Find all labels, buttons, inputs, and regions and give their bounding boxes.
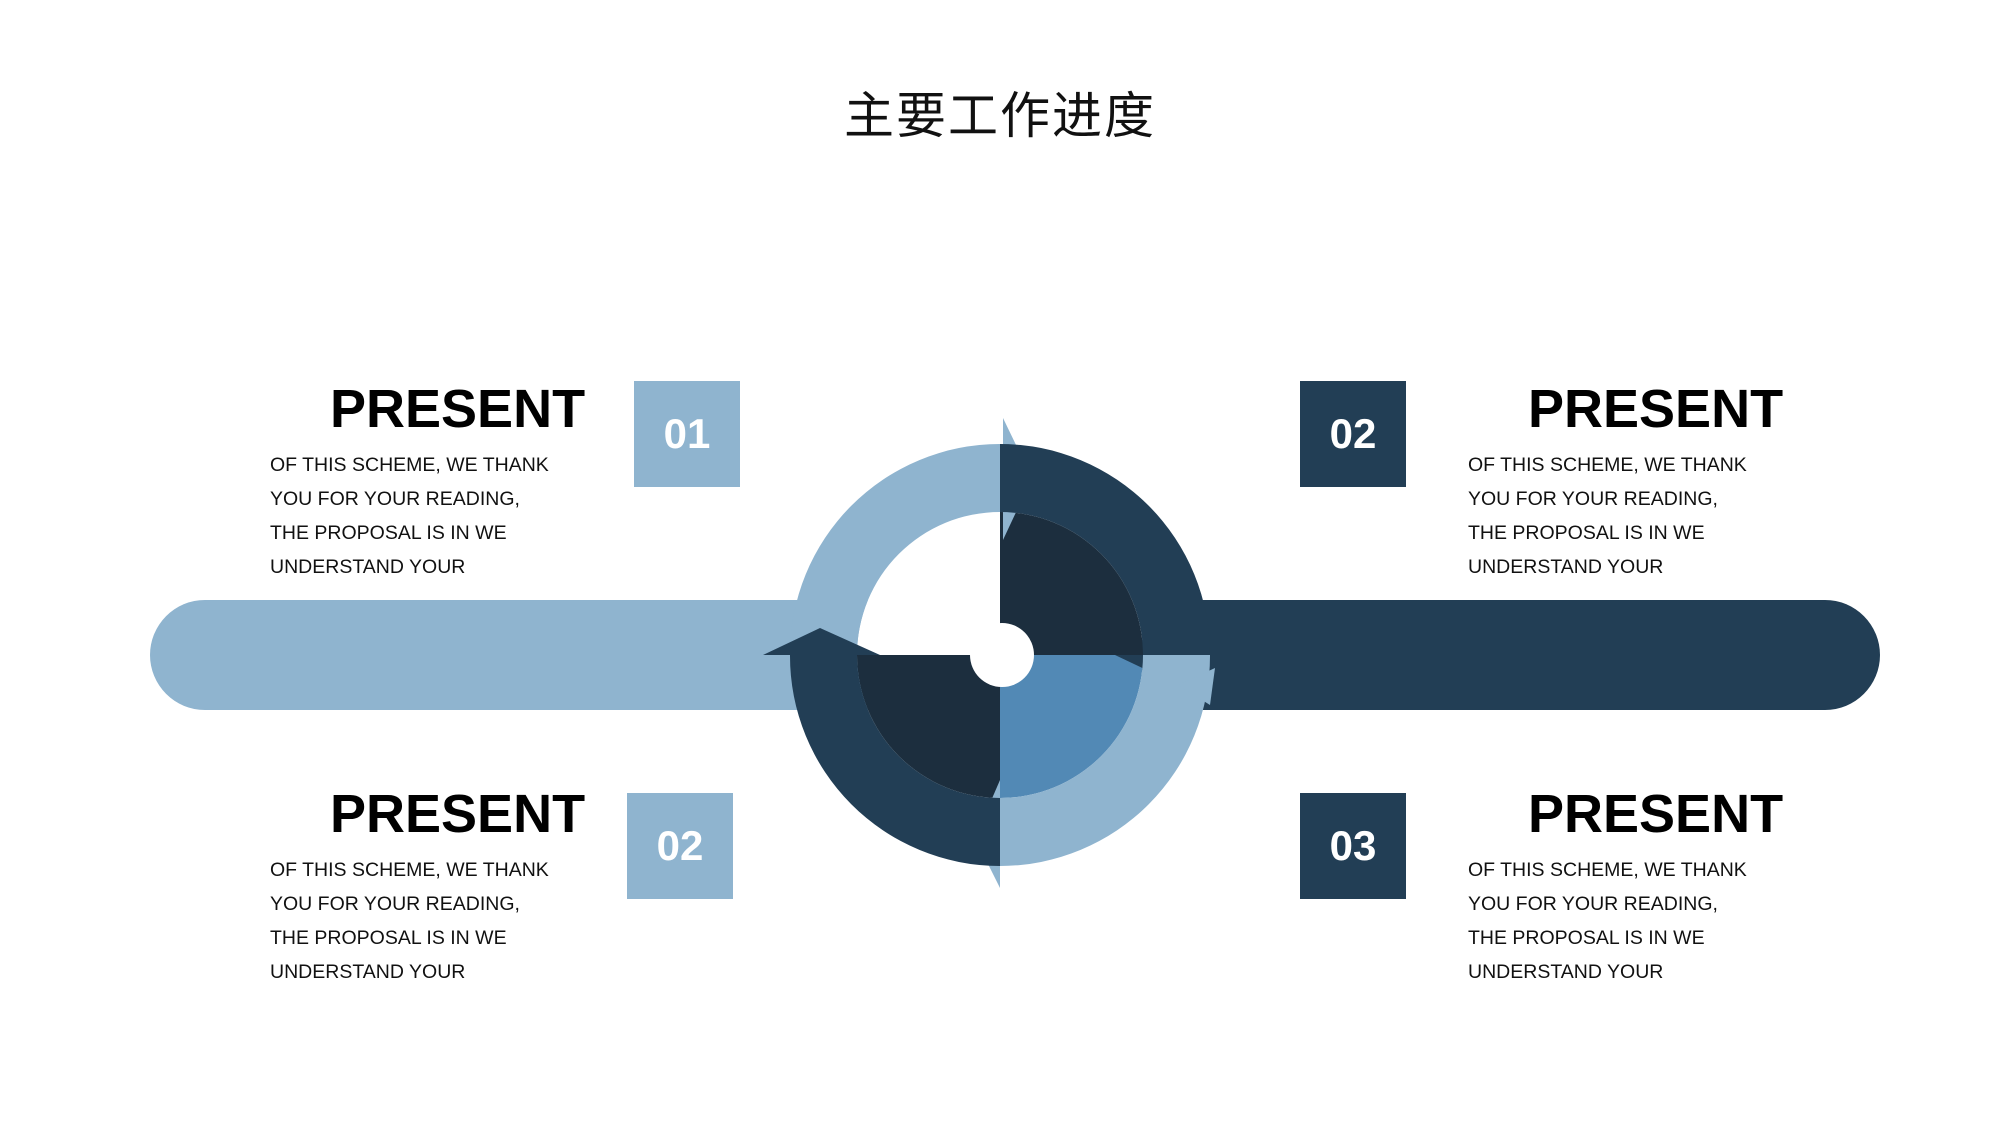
inner-quadrant-bottom-left <box>857 655 1000 798</box>
body-text-bottom-left: OF THIS SCHEME, WE THANK YOU FOR YOUR RE… <box>270 859 549 983</box>
inner-quadrant-top-left <box>857 512 1000 655</box>
heading-top-left: PRESENT <box>330 379 586 439</box>
body-text-top-right: OF THIS SCHEME, WE THANK YOU FOR YOUR RE… <box>1468 454 1747 578</box>
number-box-03: 03 <box>1300 793 1406 899</box>
inner-quadrant-bottom-right <box>1000 655 1143 798</box>
left-bar <box>150 600 955 710</box>
ring-arrow-bottom-left <box>789 655 1000 867</box>
right-bar <box>1140 600 1880 710</box>
ring-arrow-bottom-right <box>1000 655 1211 866</box>
arrowhead-left <box>763 628 880 655</box>
ring-arrow-top-right <box>1000 444 1211 655</box>
inner-quadrant-top-right <box>1000 512 1143 655</box>
heading-bottom-left: PRESENT <box>330 784 586 844</box>
body-text-bottom-right: OF THIS SCHEME, WE THANK YOU FOR YOUR RE… <box>1468 859 1747 983</box>
number-box-01: 01 <box>634 381 740 487</box>
page-title: 主要工作进度 <box>844 87 1156 145</box>
ring-arrow-top-left <box>789 444 1000 655</box>
heading-top-right: PRESENT <box>1528 379 1784 439</box>
body-text-top-left: OF THIS SCHEME, WE THANK YOU FOR YOUR RE… <box>270 454 549 578</box>
arrowhead-bottom-right-tip <box>1178 668 1215 705</box>
heading-bottom-right: PRESENT <box>1528 784 1784 844</box>
number-box-02-top: 02 <box>1300 381 1406 487</box>
number-box-02-bottom: 02 <box>627 793 733 899</box>
center-hole <box>970 623 1034 687</box>
